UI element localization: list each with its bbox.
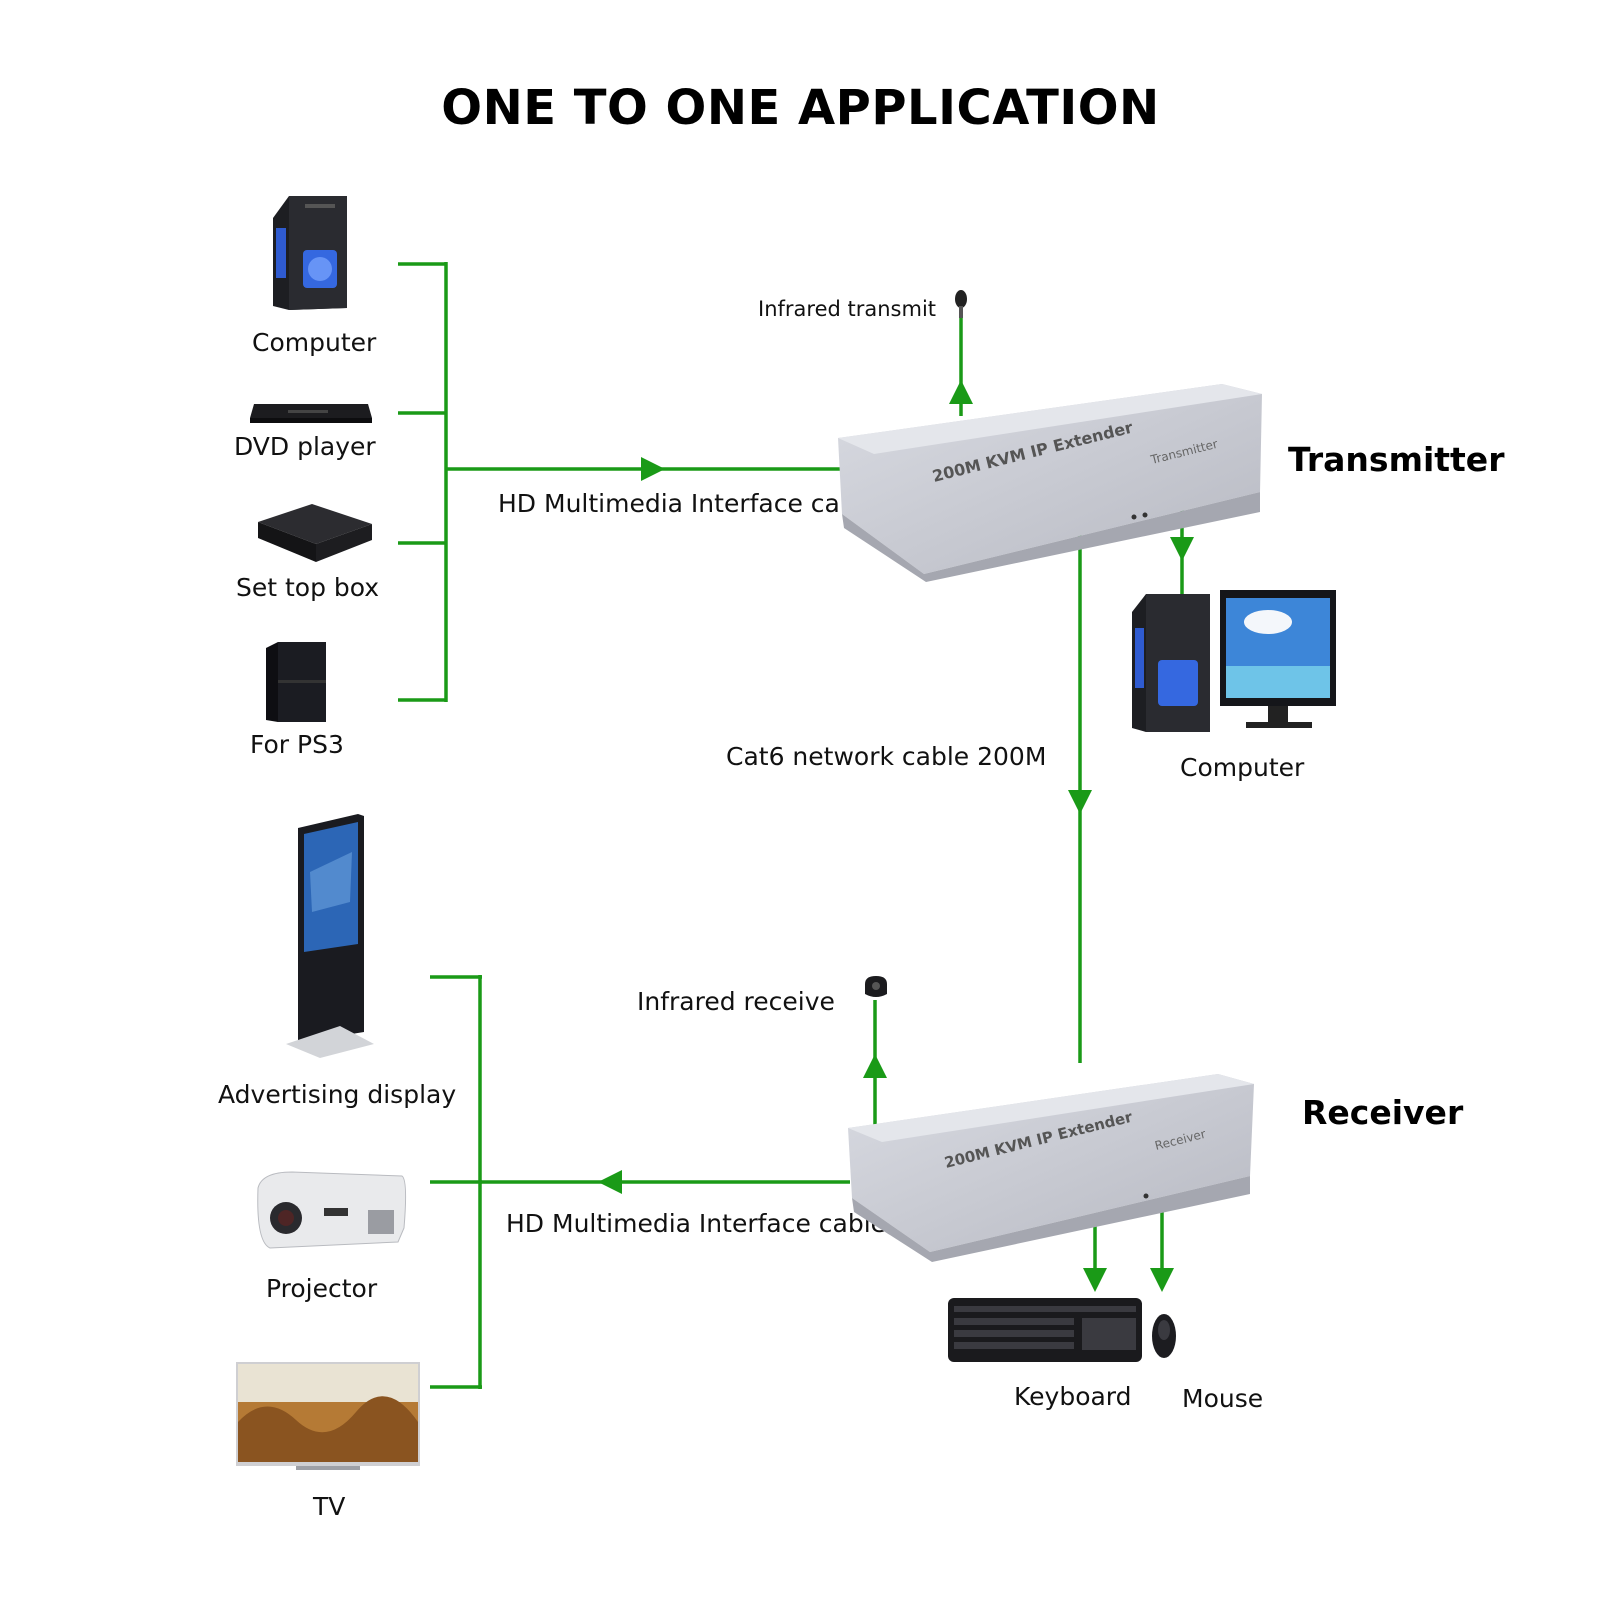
local-computer-label: Computer (1180, 753, 1305, 782)
display-label-advertising: Advertising display (218, 1080, 457, 1109)
peripheral-label-keyboard: Keyboard (1014, 1382, 1132, 1411)
kiosk-display-icon (286, 814, 374, 1058)
arrow-down-icon (1068, 790, 1092, 814)
transmitter-heading: Transmitter (1288, 440, 1505, 479)
hdmi-output-cable-label: HD Multimedia Interface cable (506, 1209, 887, 1238)
peripheral-label-mouse: Mouse (1182, 1384, 1264, 1413)
cat6-cable-label: Cat6 network cable 200M (726, 742, 1047, 771)
display-label-tv: TV (313, 1492, 346, 1521)
dvd-player-icon (250, 404, 372, 423)
arrow-down-icon (1083, 1268, 1107, 1292)
source-label-dvd-player: DVD player (234, 432, 376, 461)
pc-with-monitor-icon (1132, 590, 1336, 732)
receiver-unit: 200M KVM IP Extender Receiver (848, 1074, 1254, 1262)
ir-emitter-icon (955, 290, 967, 318)
source-label-set-top-box: Set top box (236, 573, 380, 602)
display-label-projector: Projector (266, 1274, 378, 1303)
source-label-computer: Computer (252, 328, 377, 357)
keyboard-icon (948, 1298, 1142, 1362)
arrow-up-icon (863, 1054, 887, 1078)
game-console-icon (266, 642, 326, 722)
tv-icon (236, 1362, 420, 1470)
set-top-box-icon (258, 504, 372, 562)
arrow-down-icon (1150, 1268, 1174, 1292)
ir-transmit-label: Infrared transmit (758, 297, 937, 321)
hdmi-input-cable-label: HD Multimedia Interface cable (498, 489, 879, 518)
transmitter-unit: 200M KVM IP Extender Transmitter (838, 384, 1262, 582)
arrow-up-icon (949, 380, 973, 404)
source-label-ps3: For PS3 (250, 730, 344, 759)
pc-tower-icon (273, 196, 347, 310)
arrow-right-icon (641, 457, 665, 481)
ir-receive-label: Infrared receive (637, 987, 835, 1016)
projector-icon (257, 1171, 407, 1249)
ir-receiver-icon (865, 976, 887, 997)
mouse-icon (1152, 1314, 1176, 1358)
arrow-down-icon (1170, 537, 1194, 561)
diagram-title: ONE TO ONE APPLICATION (441, 80, 1160, 136)
arrow-left-icon (598, 1170, 622, 1194)
receiver-heading: Receiver (1302, 1093, 1464, 1132)
